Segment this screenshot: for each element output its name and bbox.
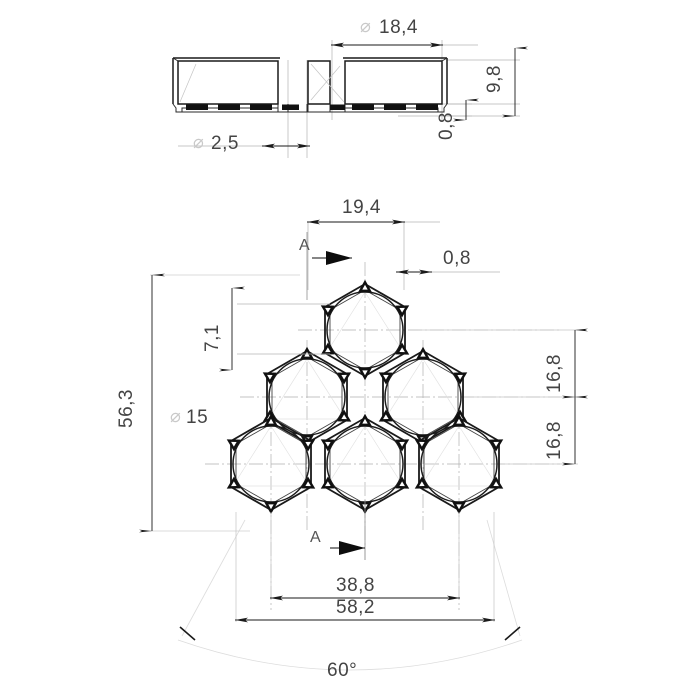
dim-18-4: ⌀ 18,4 [331,16,478,48]
plan-faint-guides [232,291,498,487]
plan-view: 19,4 0,8 A A 7,1 [116,197,588,681]
honeycomb-cell [318,280,412,380]
dim-38-8-value: 38,8 [336,575,375,596]
dim-38-8: 38,8 [270,512,460,601]
dim-60-deg-value: 60° [327,660,357,681]
section-mark-a-bottom-label: A [310,529,321,546]
dim-60-deg: 60° [327,660,357,681]
plan-construction-lines [177,519,523,671]
section-body-outline [172,57,448,105]
dim-7-1-value: 7,1 [202,324,223,352]
dim-58-2: 58,2 [235,512,495,623]
dim-2-5-dia-symbol: ⌀ [193,132,204,152]
section-view-a-a: ⌀ 18,4 ⌀ 2,5 9,8 0,8 [172,16,528,158]
dim-18-4-dia-symbol: ⌀ [360,16,371,36]
dim-19-4-value: 19,4 [342,197,381,218]
dim-2-5: ⌀ 2,5 [193,132,310,154]
dim-0-8-plan: 0,8 [396,248,500,275]
dim-0-8-section-value: 0,8 [436,112,457,140]
section-foot-tabs [186,104,438,110]
dim-9-8-value: 9,8 [484,65,505,93]
dim-0-8-plan-value: 0,8 [443,248,471,269]
dim-dia-15-value: 15 [186,407,208,428]
section-mark-a-top-label: A [299,237,310,254]
dim-dia-15: ⌀ 15 [170,406,208,428]
dim-16-8-lower: 16,8 [502,395,588,466]
honeycomb-cell [412,414,506,514]
dim-16-8-upper-value: 16,8 [544,354,565,393]
dim-7-1: 7,1 [202,286,330,372]
honeycomb-cell [224,414,318,514]
dim-16-8-upper: 16,8 [418,328,588,399]
dim-56-3-value: 56,3 [116,389,137,428]
honeycomb-pattern [224,280,506,514]
section-hatching [179,63,345,103]
dim-2-5-value: 2,5 [211,133,239,154]
plan-center-lines [205,262,560,610]
dim-0-8-section: 0,8 [436,98,479,140]
section-mark-a-top: A [299,232,352,300]
dim-58-2-value: 58,2 [336,597,375,618]
angle-arc-arrows [179,626,521,641]
section-mark-a-bottom: A [310,500,366,560]
dim-dia-15-symbol: ⌀ [170,406,181,426]
dim-19-4: 19,4 [307,197,440,290]
dim-18-4-value: 18,4 [379,17,418,38]
dim-16-8-lower-value: 16,8 [544,421,565,460]
dim-9-8: 9,8 [484,46,528,118]
dim-56-3: 56,3 [116,273,300,533]
